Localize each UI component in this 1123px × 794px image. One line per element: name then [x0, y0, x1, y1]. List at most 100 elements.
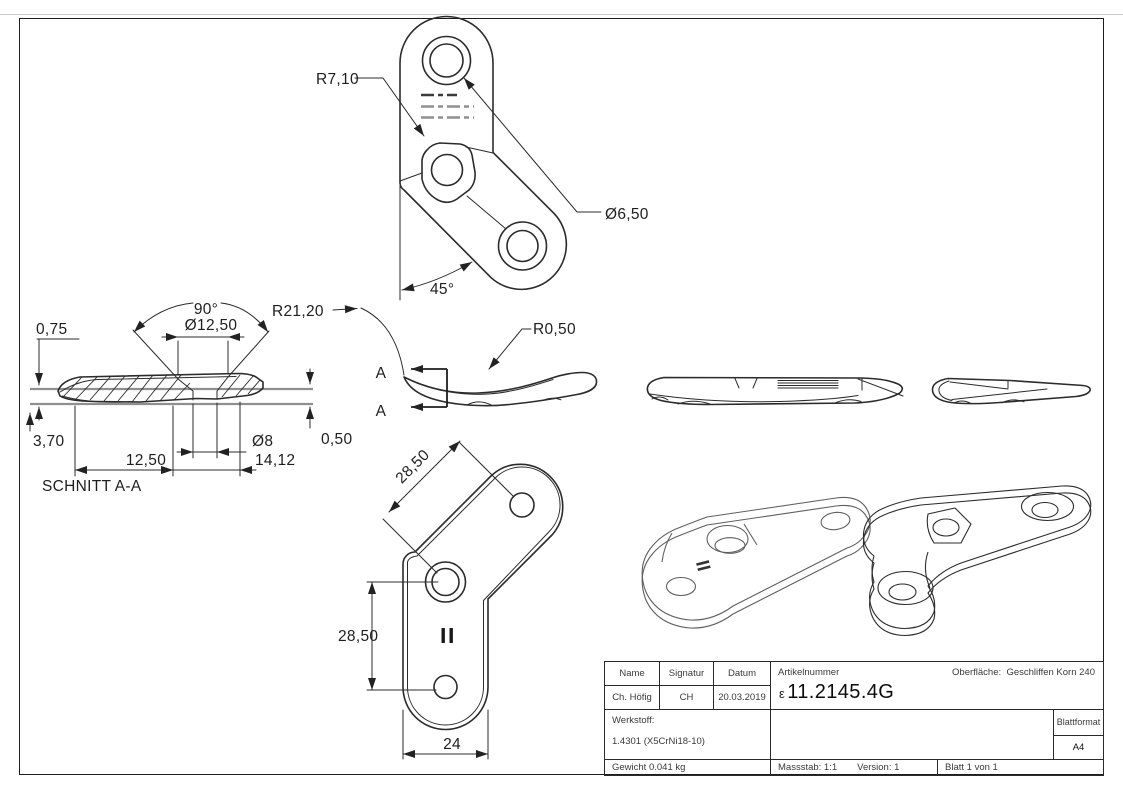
tb-scale: Massstab: 1:1 [778, 762, 838, 773]
dim-vertical: 28,50 [338, 628, 378, 645]
tb-material-value: 1.4301 (X5CrNi18-10) [612, 735, 705, 747]
leader-r050 [488, 328, 532, 370]
section-inner-lines [59, 376, 237, 403]
render-light-orientation-marks [696, 560, 711, 571]
render-light-top-face [641, 496, 871, 621]
edge-view-2-outline [931, 377, 1091, 405]
tb-sheet-format-value: A4 [1054, 736, 1103, 760]
dim-countersink-angle: 90° [194, 301, 218, 318]
leader-d650 [463, 77, 602, 213]
render-light-lower-hole [665, 576, 697, 597]
render-dark-bend-line [924, 551, 931, 589]
render-light-center-hole [714, 537, 746, 554]
top-view-outline [399, 15, 568, 291]
dim-length2: 14,12 [255, 452, 295, 469]
render-dark-upper-hole [1031, 501, 1059, 519]
tb-weight: Gewicht 0.041 kg [605, 759, 771, 776]
ext-bottom-dims [74, 401, 241, 477]
middle-hole [430, 153, 464, 187]
orientation-mark-1 [441, 628, 445, 643]
title-block: Name Signatur Datum Ch. Höfig CH 20.03.2… [604, 661, 1104, 776]
tb-article-label: Artikelnummer [778, 667, 840, 678]
line-diag-2850 [388, 440, 461, 513]
top-hole [429, 43, 464, 78]
middle-boss [421, 142, 476, 204]
section-view: 90° Ø12,50 0,75 3,70 12,50 14,12 Ø8 [26, 301, 352, 495]
leader-r2120 [332, 305, 358, 314]
edge-view-2-details [938, 380, 1048, 404]
render-light-upper-hole [820, 511, 851, 531]
dim-diagonal: 28,50 [393, 447, 434, 488]
dim-top-hole-diameter: Ø6,50 [605, 206, 649, 223]
dim-width: 24 [443, 736, 461, 753]
edge-view-2 [931, 377, 1091, 405]
render-dark-lower-hole [888, 583, 917, 601]
dim-length1: 12,50 [126, 452, 166, 469]
edge-view-1-outline [646, 376, 904, 406]
dim-top-radius: R7,10 [316, 71, 359, 88]
top-view: R7,10 Ø6,50 45° [316, 15, 649, 301]
side-view-outline [403, 371, 598, 407]
section-hatching [62, 374, 261, 403]
side-view: R21,20 A A R0,50 [272, 303, 598, 420]
tb-material-cell: Werkstoff: 1.4301 (X5CrNi18-10) [605, 709, 771, 760]
dim-countersink-diameter: Ø12,50 [185, 317, 238, 334]
cut-letter-top: A [376, 365, 387, 382]
drawing-frame [19, 18, 1104, 775]
render-light-side-face [641, 504, 871, 629]
dim-hole-d8: Ø8 [252, 433, 273, 450]
tb-surface-value: Geschliffen Korn 240 [1006, 667, 1095, 678]
dim-top-offset: 0,75 [36, 321, 67, 338]
tb-article-value: 11.2145.4G [787, 680, 895, 703]
leader-r710 [354, 77, 425, 137]
render-light-countersink [706, 524, 749, 554]
arc-90-left [133, 302, 194, 333]
tb-surface: Oberfläche: Geschliffen Korn 240 [952, 667, 1095, 678]
arc-90-right [220, 302, 269, 333]
render-dark [862, 485, 1092, 637]
arc-r2120 [360, 307, 405, 376]
render-dark-side-face [862, 492, 1092, 637]
upper-right-hole [509, 492, 535, 518]
cut-letter-bottom: A [376, 403, 387, 420]
ext-vert [366, 581, 439, 691]
top-hole-ring [421, 35, 472, 86]
page-top-divider [0, 14, 1123, 15]
tb-article-prefix: ε [779, 685, 786, 701]
tb-sheet-number: Blatt 1 von 1 [945, 762, 998, 773]
render-dark-upper-countersink [1020, 491, 1075, 522]
tb-surface-label: Oberfläche: [952, 667, 1002, 678]
render-dark-center-hole [932, 518, 960, 537]
arc-45 [401, 261, 473, 292]
ext-diag [382, 442, 514, 574]
edge-view-1-details [649, 377, 904, 405]
countersink-lines [177, 376, 229, 401]
dim-bend-radius: R21,20 [272, 303, 324, 320]
side-view-inner-lines [411, 379, 562, 406]
top-view-bend-lines [399, 146, 507, 230]
bottom-hole [433, 674, 458, 700]
tb-sheet-format-label: Blattformat [1054, 710, 1103, 736]
ext-d1250 [177, 340, 229, 376]
tb-value-name: Ch. Höfig [605, 685, 660, 710]
tb-material-label: Werkstoff: [612, 714, 655, 726]
tb-empty-cell [771, 709, 1054, 760]
orientation-mark-2 [449, 628, 453, 643]
render-dark-boss [926, 507, 972, 544]
tb-article-cell: Artikelnummer Oberfläche: Geschliffen Ko… [771, 662, 1103, 710]
edge-view-1 [646, 376, 904, 406]
dim-edge-radius: R0,50 [533, 321, 576, 338]
tb-header-signature: Signatur [660, 662, 714, 686]
countersink-extension-v [132, 329, 270, 380]
tb-scale-version: Massstab: 1:1 Version: 1 [771, 759, 938, 776]
dim-bottom-offset: 0,50 [321, 431, 352, 448]
tb-value-signature: CH [660, 685, 714, 710]
render-dark-top-face [862, 485, 1092, 630]
bracket-075 [36, 338, 80, 373]
render-light-bend-lines [661, 523, 758, 563]
render-light [641, 496, 871, 629]
tb-value-date: 20.03.2019 [714, 685, 771, 710]
